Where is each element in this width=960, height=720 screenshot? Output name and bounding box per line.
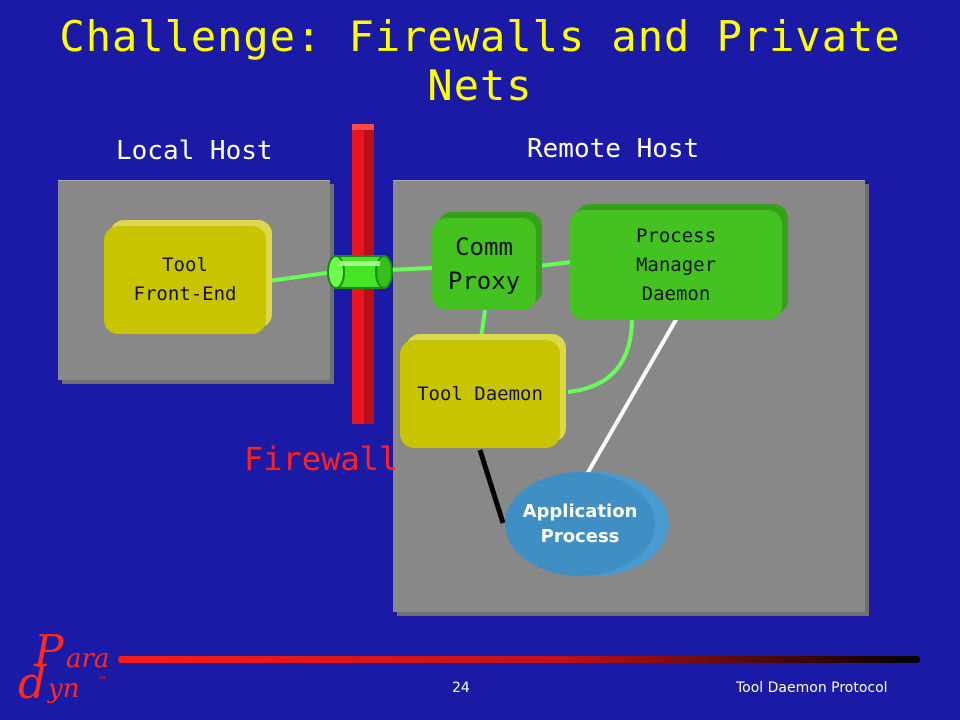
logo-ara: ara [66, 644, 110, 674]
tool-front-end-line1: Tool [162, 254, 208, 276]
link-proxy-pmd [537, 260, 573, 268]
tool-front-end-line2: Front-End [133, 283, 237, 305]
link-daemon-app [477, 449, 506, 524]
tool-daemon-label: Tool Daemon [417, 382, 543, 405]
process-manager-daemon-node: Process Manager Daemon [570, 210, 782, 320]
application-process-node: Application Process [505, 472, 655, 576]
page-number: 24 [452, 680, 470, 696]
logo-big-p: P [34, 626, 64, 677]
comm-proxy-line1: Comm [455, 233, 513, 261]
process-manager-line2: Manager [635, 253, 717, 276]
link-pmd-daemon [567, 317, 634, 394]
logo-yn: yn [48, 674, 80, 704]
process-manager-line1: Process [635, 224, 717, 247]
footer-title: Tool Daemon Protocol [736, 680, 888, 696]
comm-proxy-node: Comm Proxy [432, 218, 536, 310]
application-process-line2: Process [540, 526, 620, 547]
tool-front-end-node: Tool Front-End [104, 226, 266, 334]
link-proxy-daemon [479, 309, 487, 339]
process-manager-line3: Daemon [641, 282, 711, 305]
paradyn-logo: P ara d yn ™ [14, 626, 124, 709]
application-process-line1: Application [522, 501, 638, 522]
comm-proxy-line2: Proxy [447, 267, 521, 295]
link-pmd-app [585, 317, 679, 475]
remote-host-label: Remote Host [527, 134, 700, 164]
link-tunnel-proxy [387, 266, 433, 272]
local-host-label: Local Host [116, 136, 273, 166]
firewall-label: Firewall [244, 440, 399, 478]
slide-title: Challenge: Firewalls and Private Nets [59, 12, 901, 110]
logo-d: d [18, 658, 47, 709]
firewall-tunnel [327, 255, 393, 289]
link-frontend-tunnel [267, 270, 335, 283]
logo-tm: ™ [98, 676, 107, 686]
tool-daemon-node: Tool Daemon [400, 340, 560, 448]
